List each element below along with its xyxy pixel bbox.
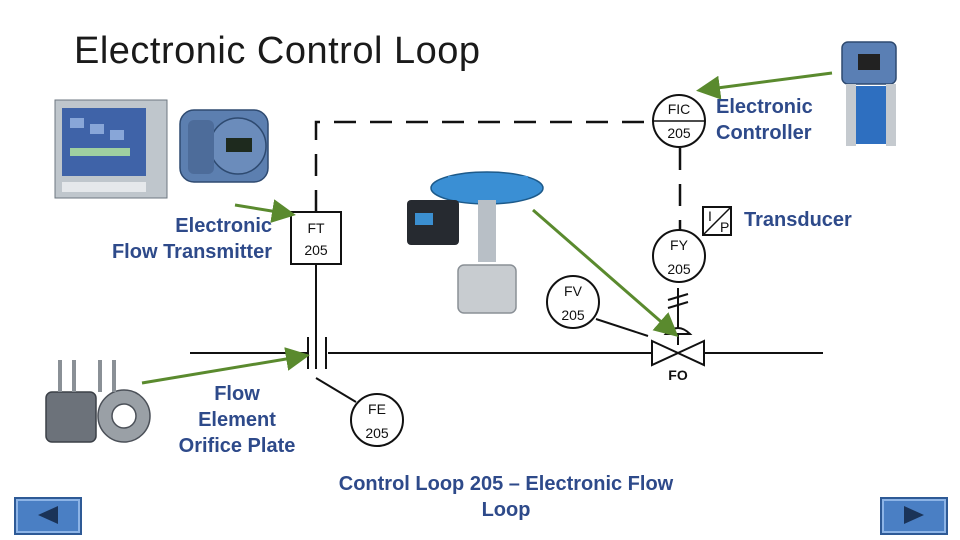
transmitter-image: [179, 109, 269, 183]
arrow-to-orifice: [141, 347, 310, 385]
transmitter-label: Electronic Flow Transmitter: [100, 213, 272, 265]
arrow-to-fic: [696, 71, 833, 100]
transmitter-label-line-2: Flow Transmitter: [111, 241, 272, 263]
transducer-input-letter: I: [708, 208, 712, 224]
arrow-to-ft: [234, 199, 296, 223]
diagram-caption: Control Loop 205 – Electronic Flow Loop: [338, 473, 674, 521]
fic-tag: FIC: [668, 101, 691, 117]
fe-connection-line: [315, 377, 357, 403]
arrow-to-valve: [532, 208, 679, 337]
fe-tag: FE: [368, 401, 386, 417]
valve-failure-mode: FO: [668, 367, 688, 383]
fic-number: 205: [667, 125, 691, 141]
page-title: Electronic Control Loop: [74, 30, 481, 72]
transducer-label: Transducer: [744, 209, 852, 231]
flowmeter-image: [841, 41, 897, 146]
fy-number: 205: [667, 261, 691, 277]
flow-element-label-line-2: Orifice Plate: [178, 435, 296, 457]
orifice-plate-image: [45, 360, 151, 443]
fic-instrument-bubble: FIC 205: [652, 94, 706, 148]
next-slide-button[interactable]: [880, 497, 948, 535]
ft-tag: FT: [307, 220, 325, 236]
ft-instrument-box: FT 205: [290, 211, 342, 265]
transmitter-label-line-1: Electronic: [175, 215, 272, 237]
controller-label-line-1: Electronic: [716, 96, 813, 118]
controller-label-line-2: Controller: [716, 122, 812, 144]
controller-label: Electronic Controller: [716, 94, 813, 146]
fv-connection-line: [595, 318, 649, 337]
ft-number: 205: [304, 242, 328, 258]
arrow-left-icon: [38, 506, 58, 524]
orifice-plate-symbol: [307, 337, 327, 369]
flow-element-label: Flow Element Orifice Plate: [174, 381, 300, 459]
fy-tag: FY: [670, 237, 689, 253]
valve-actuator: [663, 288, 693, 345]
control-valve-symbol: [651, 339, 705, 367]
pointer-arrows: [141, 71, 833, 385]
arrow-right-icon: [904, 506, 924, 524]
control-valve-image: [407, 171, 544, 314]
fe-number: 205: [365, 425, 389, 441]
transducer-symbol: I P: [702, 206, 732, 236]
fe-instrument-bubble: FE 205: [350, 393, 404, 447]
fv-tag: FV: [564, 283, 583, 299]
prev-slide-button[interactable]: [14, 497, 82, 535]
transducer-output-letter: P: [720, 219, 729, 235]
electric-signal-lines: [314, 120, 682, 230]
flow-element-label-line-1: Flow Element: [198, 383, 276, 431]
fy-instrument-bubble: FY 205: [652, 229, 706, 283]
fv-number: 205: [561, 307, 585, 323]
fv-instrument-bubble: FV 205: [546, 275, 600, 329]
hmi-panel-image: [54, 99, 168, 199]
